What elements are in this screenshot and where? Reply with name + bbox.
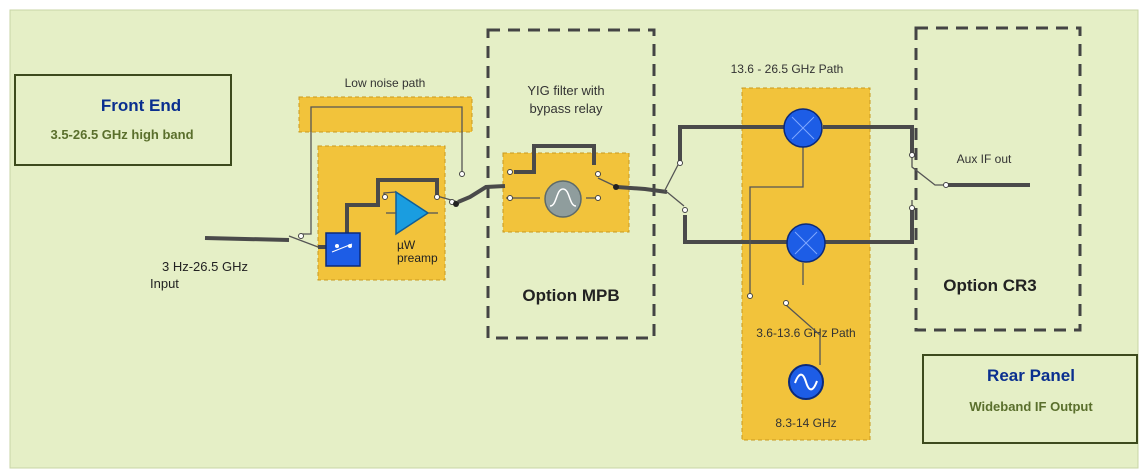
lo-frequency-label: 8.3-14 GHz [775, 416, 836, 430]
low-noise-path-block: Low noise path [298, 76, 473, 133]
preamp-label-1: µW [397, 238, 416, 252]
input-wire [204, 236, 290, 242]
bandpass-filter-icon [544, 180, 582, 218]
front-end-subtitle: 3.5-26.5 GHz high band [50, 127, 193, 142]
low-path-wire [683, 215, 787, 244]
amp-top-wire [384, 178, 439, 196]
low-path-label: 3.6-13.6 GHz Path [756, 326, 855, 340]
rear-panel-title: Rear Panel [987, 366, 1075, 385]
thin-wires [288, 106, 948, 365]
front-end-title: Front End [101, 96, 181, 115]
rear-panel-subtitle: Wideband IF Output [969, 399, 1093, 414]
junction-dot [453, 201, 459, 207]
oscillator-icon [788, 364, 824, 400]
junction-dot [613, 184, 619, 190]
input-label-1: 3 Hz-26.5 GHz [162, 259, 248, 274]
option-cr3-label: Option CR3 [943, 276, 1037, 295]
low-path-wire-out [825, 210, 914, 244]
rear-panel-panel: Rear Panel Wideband IF Output [922, 354, 1138, 444]
yig-bypass-wire [514, 144, 596, 174]
preamp-label-2: preamp [397, 251, 438, 265]
amplifier-icon [386, 190, 438, 236]
mixer-icon [786, 223, 826, 263]
preamp-to-mpb-wire [457, 184, 506, 204]
switch-icon [325, 232, 361, 267]
low-noise-path-label: Low noise path [345, 76, 426, 90]
aux-if-out-label: Aux IF out [957, 152, 1012, 166]
signal-wires [204, 125, 1030, 249]
mpb-output-wire [616, 185, 668, 194]
option-cr3-area: Aux IF out Option CR3 [914, 26, 1082, 332]
high-path-wire-out [823, 125, 914, 153]
option-mpb-area: YIG filter with bypass relay Option MPB [486, 28, 656, 340]
mixer-icon [783, 108, 823, 148]
attenuator-to-amp-wire [345, 178, 384, 233]
yig-filter-label-2: bypass relay [530, 101, 603, 116]
input-label-2: Input [150, 276, 179, 291]
high-path-label: 13.6 - 26.5 GHz Path [731, 62, 844, 76]
option-mpb-label: Option MPB [522, 286, 619, 305]
high-path-wire [678, 125, 784, 161]
front-end-panel: Front End 3.5-26.5 GHz high band [14, 74, 232, 166]
switch-contacts [298, 152, 949, 306]
yig-filter-label-1: YIG filter with [527, 83, 604, 98]
